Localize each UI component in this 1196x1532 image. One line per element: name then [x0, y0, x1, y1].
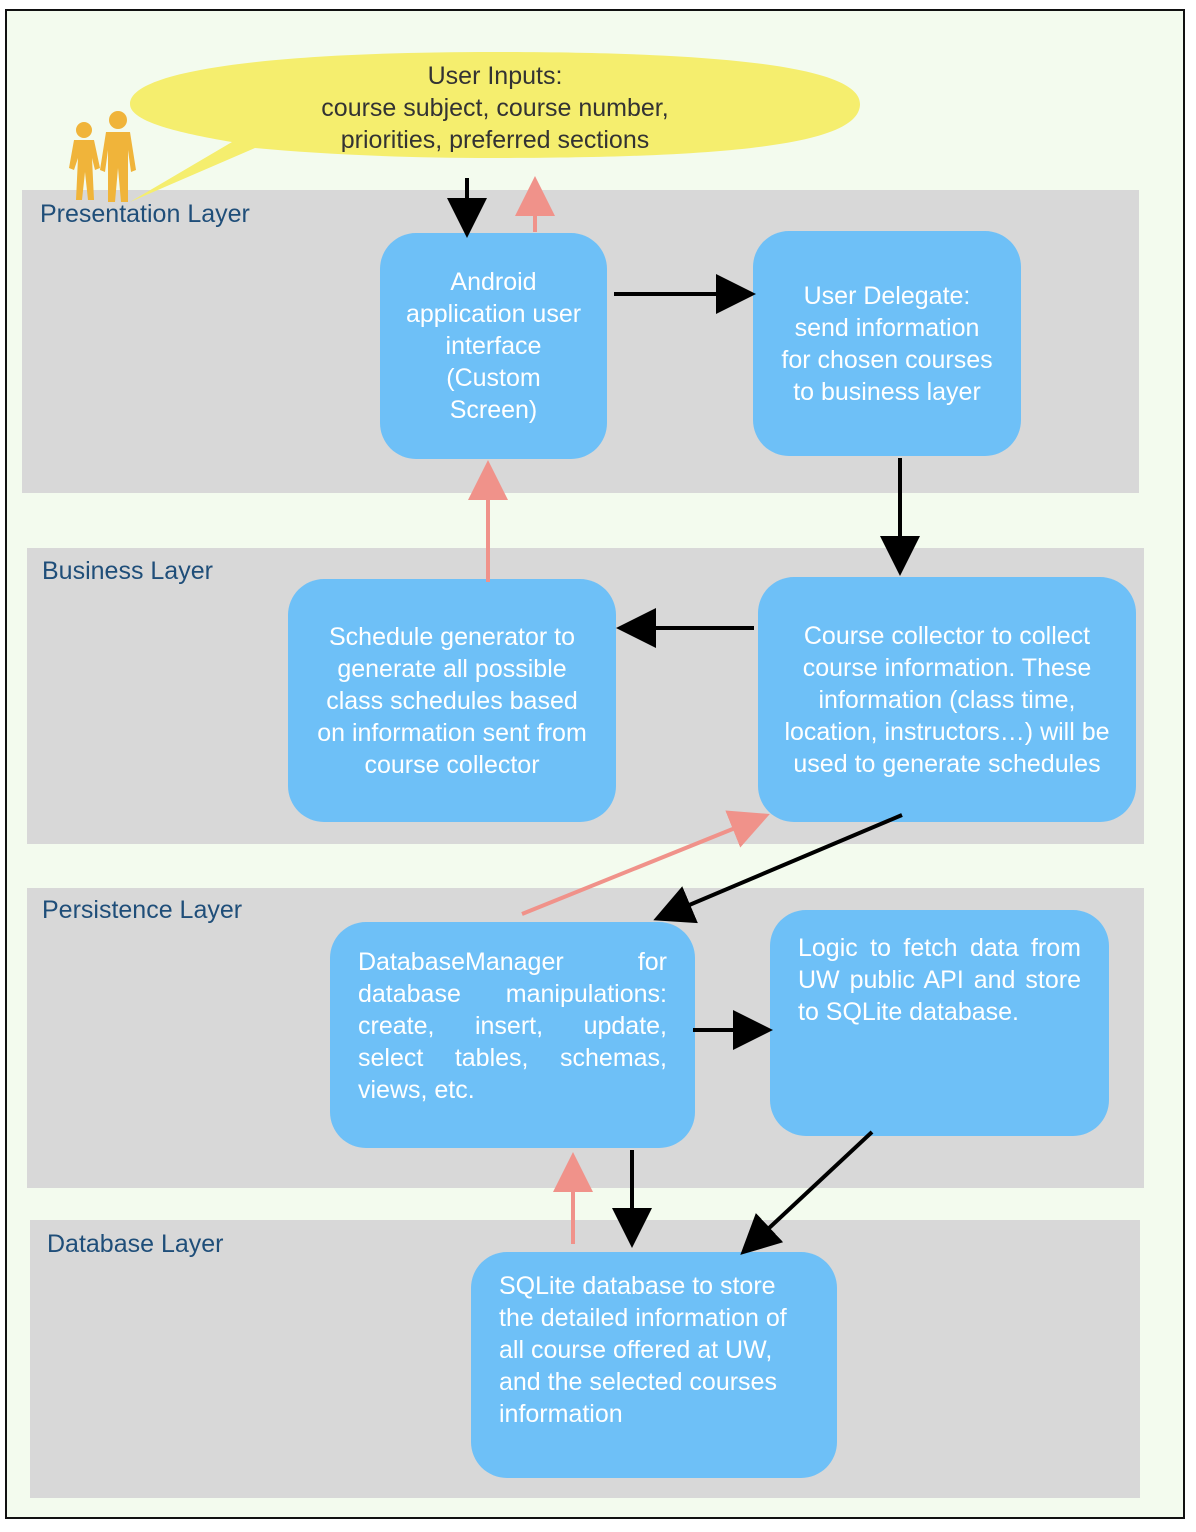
presentation-layer-label: Presentation Layer: [40, 200, 250, 228]
sqlite-database-box: SQLite database to store the detailed in…: [471, 1252, 837, 1478]
user-inputs-text: User Inputs: course subject, course numb…: [321, 62, 669, 152]
schedule-generator-box: Schedule generator to generate all possi…: [288, 579, 616, 822]
android-ui-box: Android application user interface (Cust…: [380, 233, 607, 459]
arrow-logic-to-sqlite: [740, 1130, 874, 1255]
arrow-collector-to-dbmanager: [653, 813, 903, 924]
arrow-dbmanager-to-collector: [521, 810, 770, 916]
database-layer-label: Database Layer: [47, 1230, 224, 1258]
fetch-logic-box: Logic to fetch data from UW public API a…: [770, 910, 1109, 1136]
course-collector-box: Course collector to collect course infor…: [758, 577, 1136, 822]
database-manager-box: DatabaseManager for database manipulatio…: [330, 922, 695, 1148]
user-delegate-box: User Delegate: send information for chos…: [753, 231, 1021, 456]
persistence-layer-label: Persistence Layer: [42, 896, 243, 924]
business-layer-label: Business Layer: [42, 557, 213, 585]
